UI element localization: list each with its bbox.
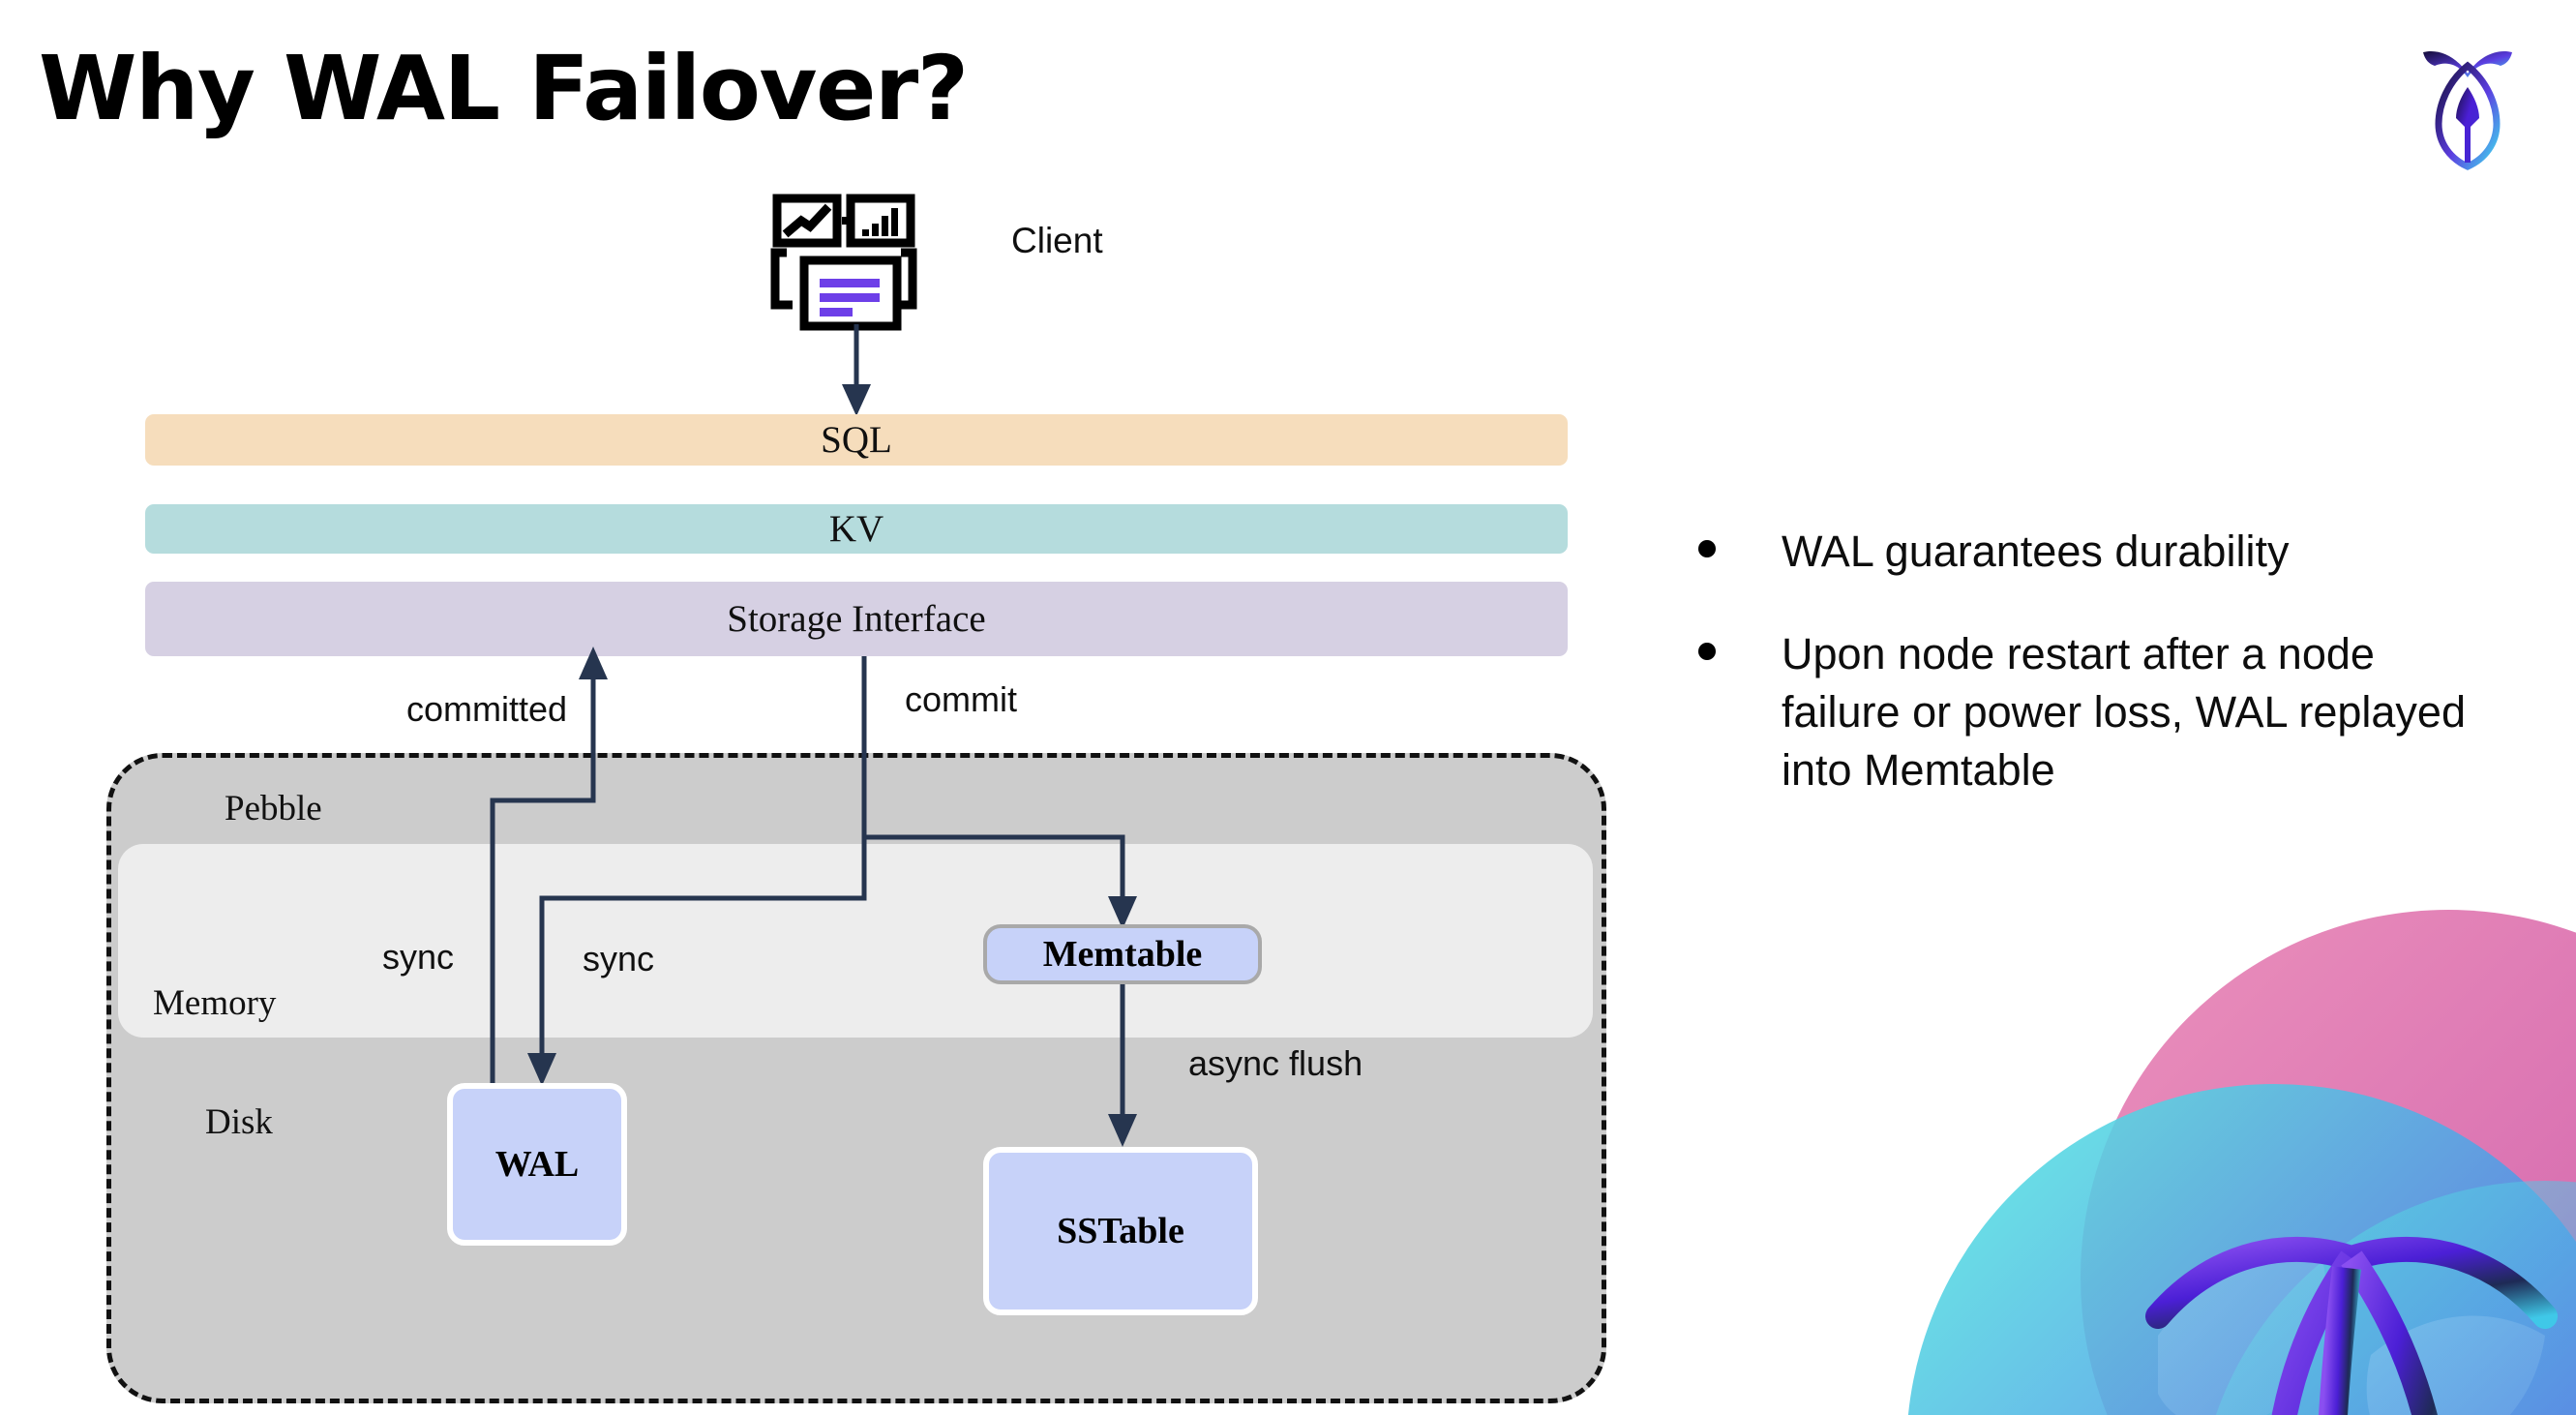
bullet-text: WAL guarantees durability: [1782, 527, 2290, 576]
edge-label-sync-right: sync: [583, 939, 655, 978]
page-title: Why WAL Failover?: [39, 37, 969, 140]
disk-label: Disk: [205, 1102, 273, 1142]
memory-label: Memory: [153, 983, 277, 1023]
node-sstable[interactable]: SSTable: [983, 1147, 1258, 1315]
layer-label-kv: KV: [828, 508, 884, 550]
architecture-diagram: Client SQL KV Storage Interface Pebble M…: [106, 189, 1606, 1403]
bullet-dot-icon: [1698, 642, 1716, 660]
diagram-connectors: [490, 647, 1137, 1181]
layer-bar-sql: SQL: [145, 414, 1568, 466]
bullet-dot-icon: [1698, 540, 1716, 557]
layer-label-sql: SQL: [821, 419, 892, 461]
node-memtable-label: Memtable: [1042, 934, 1203, 975]
node-sstable-label: SSTable: [1057, 1211, 1184, 1251]
layer-bar-storage-interface: Storage Interface: [145, 582, 1568, 656]
edge-label-commit: commit: [905, 679, 1017, 719]
client-monitors-icon: [769, 189, 934, 334]
node-wal-label: WAL: [494, 1144, 580, 1185]
decorative-logo-artwork: [1868, 852, 2576, 1415]
list-item: Upon node restart after a node failure o…: [1698, 625, 2501, 799]
layer-label-storage-interface: Storage Interface: [727, 598, 986, 640]
bullet-list: WAL guarantees durability Upon node rest…: [1698, 523, 2501, 843]
client-label: Client: [1011, 221, 1103, 260]
node-memtable[interactable]: Memtable: [983, 924, 1262, 984]
edge-label-async-flush: async flush: [1188, 1043, 1363, 1083]
node-wal[interactable]: WAL: [447, 1083, 627, 1246]
memory-zone: [118, 844, 1593, 1038]
pebble-label: Pebble: [225, 789, 322, 828]
edge-label-committed: committed: [406, 689, 568, 729]
list-item: WAL guarantees durability: [1698, 523, 2501, 581]
cockroachdb-logo: [2406, 35, 2531, 170]
arrow-client-to-sql: [842, 324, 871, 416]
layer-bar-kv: KV: [145, 504, 1568, 554]
bullet-text: Upon node restart after a node failure o…: [1782, 628, 2466, 795]
edge-label-sync-left: sync: [382, 937, 455, 977]
